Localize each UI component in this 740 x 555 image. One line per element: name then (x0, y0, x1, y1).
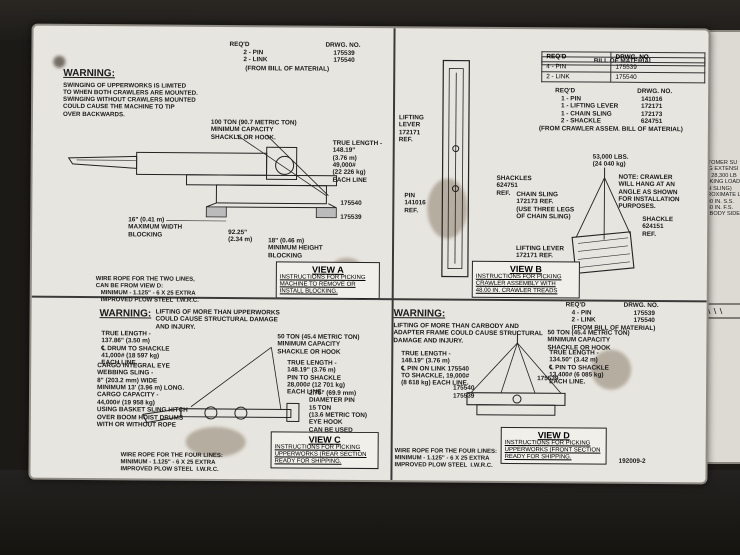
panel-b-lifting-lever-ref: LIFTING LEVER 172171 REF. (398, 114, 424, 144)
panel-b-weight: 53,000 LBS. (24 040 kg) (592, 153, 629, 169)
view-d-text: INSTRUCTIONS FOR PICKING UPPERWORKS (FRO… (504, 439, 601, 461)
panel-a-parts: 2 - PIN 2 - LINK (243, 49, 268, 64)
crane-upperworks-drawing (67, 134, 338, 222)
bom-drwg-cell: DRWG. NO. (611, 52, 705, 63)
bom-reqd-cell: 2 - LINK (541, 71, 611, 83)
panel-d-part-numbers: 175539 175540 (633, 309, 655, 325)
bom-reqd-cell: 4 - PIN (541, 61, 612, 73)
panel-a-warning-title: WARNING: (63, 67, 115, 80)
panel-a-part-numbers: 175539 175540 (333, 49, 355, 65)
panel-c-wire-rope: WIRE ROPE FOR THE FOUR LINES: MINIMUM - … (120, 452, 223, 473)
view-c-text: INSTRUCTIONS FOR PICKING UPPERWORKS (REA… (274, 444, 367, 465)
panel-c-warning-text: LIFTING OF MORE THAN UPPERWORKS COULD CA… (155, 308, 280, 331)
view-c-title: VIEW C (308, 434, 341, 445)
panel-b-lifting-lever-ref2: LIFTING LEVER 172171 REF. (515, 245, 565, 260)
vertical-divider (390, 28, 396, 481)
panel-d-doc-number: 192009-2 (618, 457, 646, 465)
view-c-box: VIEW C INSTRUCTIONS FOR PICKING UPPERWOR… (270, 431, 379, 469)
bom-reqd-cell: REQ'D (541, 51, 612, 63)
panel-a-warning-text: SWINGING OF UPPERWORKS IS LIMITED TO WHE… (62, 81, 198, 118)
panel-c-warning-title: WARNING: (99, 308, 152, 320)
upperworks-rear-drawing (142, 346, 300, 424)
panel-b-crawler-numbers: 141016 172171 172173 624751 (640, 95, 663, 126)
panel-a-width-blocking: 16" (0.41 m) MAXIMUM WIDTH BLOCKING (128, 216, 183, 239)
view-d-box: VIEW D INSTRUCTIONS FOR PICKING UPPERWOR… (500, 426, 607, 465)
panel-d-reqd-header: REQ'D (565, 301, 586, 309)
bom-drwg-cell: 175540 (610, 72, 705, 83)
view-a-title: VIEW A (312, 264, 344, 275)
panel-b-pin-ref: PIN 141016 REF. (404, 192, 426, 215)
panel-d-warning-title: WARNING: (393, 308, 446, 320)
view-d-title: VIEW D (537, 430, 570, 441)
instruction-plate: REQ'D DRWG. NO. 2 - PIN 2 - LINK 175539 … (28, 23, 711, 485)
panel-b-crawler-drwg-header: DRWG. NO. (637, 87, 673, 96)
bom-drwg-cell: 175539 (610, 62, 705, 73)
panel-d-drwg-header: DRWG. NO. (623, 301, 659, 310)
panel-a-height-blocking: 18" (0.46 m) MINIMUM HEIGHT BLOCKING (267, 237, 323, 260)
panel-a-reqd-header: REQ'D (229, 41, 250, 49)
panel-b-crawler-parts: 1 - PIN 1 - LIFTING LEVER 1 - CHAIN SLIN… (560, 95, 619, 125)
crawler-upright-drawing (441, 59, 470, 278)
panel-b-chain-sling: CHAIN SLING 172173 REF. (USE THREE LEGS … (516, 191, 575, 221)
upperworks-front-drawing (466, 331, 566, 416)
view-a-text: INSTRUCTIONS FOR PICKING MACHINE TO REMO… (279, 274, 366, 295)
panel-b-crawler-reqd-header: REQ'D (555, 87, 576, 95)
panel-a-wire-rope: WIRE ROPE FOR THE TWO LINES, CAN BE FROM… (95, 276, 199, 304)
view-b-text: INSTRUCTIONS FOR PICKING CRAWLER ASSEMBL… (475, 273, 562, 295)
panel-c-pin-note: 2.75" (69.9 mm) DIAMETER PIN 15 TON (13.… (308, 389, 368, 434)
panel-a-drwg-header: DRWG. NO. (325, 41, 361, 49)
view-a-box: VIEW A INSTRUCTIONS FOR PICKING MACHINE … (275, 261, 380, 299)
panel-d-true-length: TRUE LENGTH - 148.19" (3.76 m) ℄ PIN ON … (401, 350, 470, 388)
panel-d-wire-rope: WIRE ROPE FOR THE FOUR LINES: MINIMUM - … (394, 448, 497, 469)
panel-b-from-crawler: (FROM CRAWLER ASSEM. BILL OF MATERIAL) (538, 125, 683, 134)
panel-a-from-bom: (FROM BILL OF MATERIAL) (245, 65, 330, 73)
panel-a-dim-92-25: 92.25" (2.34 m) (228, 229, 253, 244)
view-b-title: VIEW B (509, 263, 542, 275)
background-ground (0, 470, 740, 555)
stain (53, 55, 66, 68)
view-b-box: VIEW B INSTRUCTIONS FOR PICKING CRAWLER … (471, 260, 580, 299)
panel-b-shackle-ref: SHACKLE 624151 REF. (642, 215, 674, 238)
